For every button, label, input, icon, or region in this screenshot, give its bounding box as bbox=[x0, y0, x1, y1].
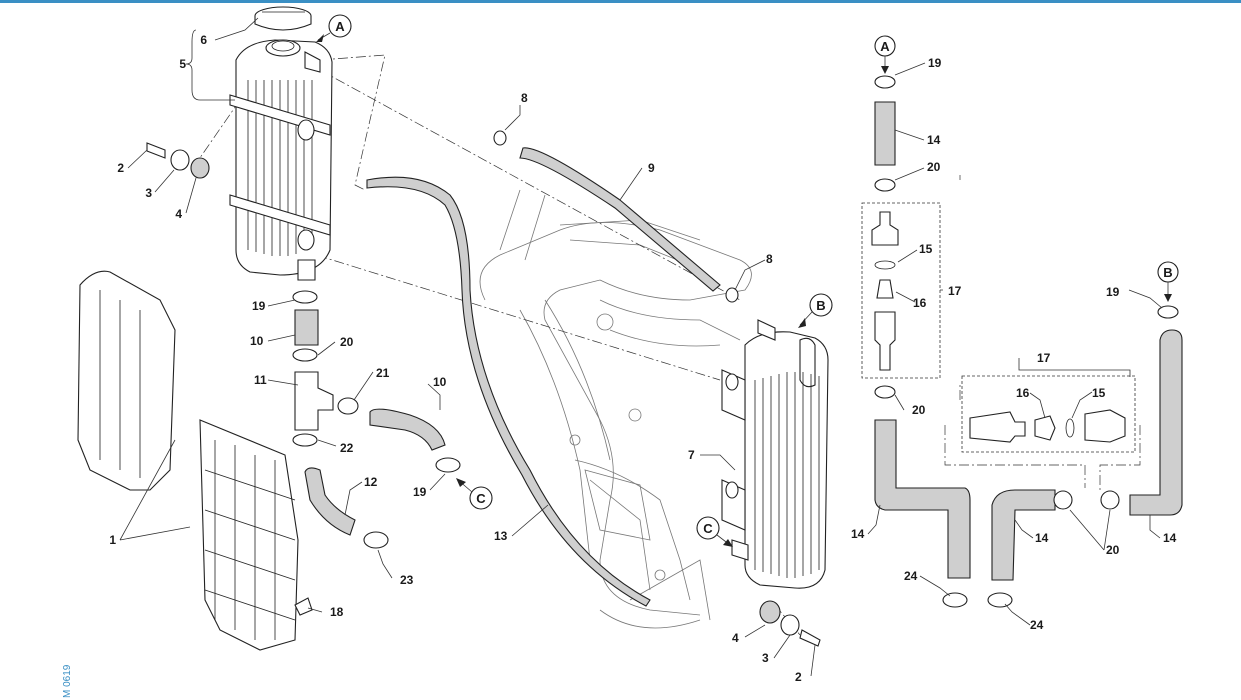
top-accent-bar bbox=[0, 0, 1241, 3]
label-part-3-right: 3 bbox=[762, 651, 769, 665]
label-part-1: 1 bbox=[109, 533, 116, 547]
frame-outline bbox=[479, 189, 752, 629]
label-part-5: 5 bbox=[179, 57, 186, 71]
right-radiator-fins bbox=[754, 372, 820, 578]
label-part-15-upper: 15 bbox=[919, 242, 933, 256]
left-radiator bbox=[229, 6, 333, 281]
leader-lines bbox=[119, 17, 1163, 677]
callout-c-hose: C bbox=[456, 478, 493, 510]
left-lower-plumbing bbox=[292, 290, 461, 549]
callout-a-top-label: A bbox=[335, 19, 345, 34]
callout-b-right: B bbox=[1157, 261, 1179, 302]
label-part-10-mid: 10 bbox=[433, 375, 447, 389]
radiator-shrouds bbox=[77, 270, 313, 651]
label-part-24-left: 24 bbox=[904, 569, 918, 583]
thermostat-assembly bbox=[861, 75, 1136, 453]
label-part-8-upper: 8 bbox=[521, 91, 528, 105]
label-part-19-top: 19 bbox=[928, 56, 942, 70]
label-part-14-left2: 14 bbox=[851, 527, 865, 541]
callout-a-right-label: A bbox=[880, 39, 890, 54]
label-part-4-right: 4 bbox=[732, 631, 739, 645]
label-part-13: 13 bbox=[494, 529, 508, 543]
callout-c-hose-label: C bbox=[476, 491, 486, 506]
label-part-22: 22 bbox=[340, 441, 354, 455]
left-radiator-fins bbox=[247, 80, 313, 256]
label-part-23: 23 bbox=[400, 573, 414, 587]
callout-c-radiator: C bbox=[696, 516, 733, 547]
label-part-14-top: 14 bbox=[927, 133, 941, 147]
label-part-4-left: 4 bbox=[175, 207, 182, 221]
long-hose-13 bbox=[366, 176, 651, 607]
label-part-17-upper: 17 bbox=[948, 284, 962, 298]
callout-b-radiator: B bbox=[798, 293, 833, 328]
label-part-16-upper: 16 bbox=[913, 296, 927, 310]
label-part-18: 18 bbox=[330, 605, 344, 619]
label-part-6: 6 bbox=[200, 33, 207, 47]
right-radiator bbox=[721, 319, 829, 589]
part-labels: 6 5 2 3 4 1 19 10 20 11 21 22 12 23 18 1… bbox=[109, 33, 1176, 684]
label-part-15-lower: 15 bbox=[1092, 386, 1106, 400]
label-part-20-mid: 20 bbox=[912, 403, 926, 417]
alignment-lines bbox=[194, 54, 1141, 636]
hose-clip-8-lower bbox=[725, 287, 739, 303]
label-part-8-lower: 8 bbox=[766, 252, 773, 266]
callout-c-radiator-label: C bbox=[703, 521, 713, 536]
label-part-11: 11 bbox=[254, 373, 267, 387]
label-part-20-top: 20 bbox=[927, 160, 941, 174]
overflow-hose-9 bbox=[519, 147, 721, 292]
label-part-19-right: 19 bbox=[1106, 285, 1120, 299]
label-part-12: 12 bbox=[364, 475, 378, 489]
label-part-9: 9 bbox=[648, 161, 655, 175]
callout-b-right-label: B bbox=[1163, 265, 1172, 280]
drawing-reference-code: M 0619 bbox=[62, 664, 73, 698]
hose-clip-8-upper bbox=[493, 130, 507, 146]
label-part-19-mid: 19 bbox=[413, 485, 427, 499]
label-part-2-right: 2 bbox=[795, 670, 802, 684]
callout-a-right: A bbox=[874, 35, 896, 74]
label-part-7: 7 bbox=[688, 448, 695, 462]
left-mount-hardware bbox=[146, 142, 210, 179]
callout-b-radiator-label: B bbox=[816, 298, 825, 313]
label-part-17-lower: 17 bbox=[1037, 351, 1051, 365]
label-part-10-left: 10 bbox=[250, 334, 264, 348]
label-part-19-left: 19 bbox=[252, 299, 266, 313]
label-part-2-left: 2 bbox=[117, 161, 124, 175]
label-part-20-bottom: 20 bbox=[1106, 543, 1120, 557]
label-part-14-mid: 14 bbox=[1035, 531, 1049, 545]
label-part-24-right: 24 bbox=[1030, 618, 1044, 632]
label-part-14-right: 14 bbox=[1163, 531, 1177, 545]
right-mount-hardware bbox=[759, 600, 821, 647]
label-part-16-lower: 16 bbox=[1016, 386, 1030, 400]
label-part-21: 21 bbox=[376, 366, 390, 380]
callout-a-top: A bbox=[316, 14, 352, 42]
lower-right-hoses bbox=[874, 305, 1183, 608]
label-part-3-left: 3 bbox=[145, 186, 152, 200]
label-part-20-left: 20 bbox=[340, 335, 354, 349]
